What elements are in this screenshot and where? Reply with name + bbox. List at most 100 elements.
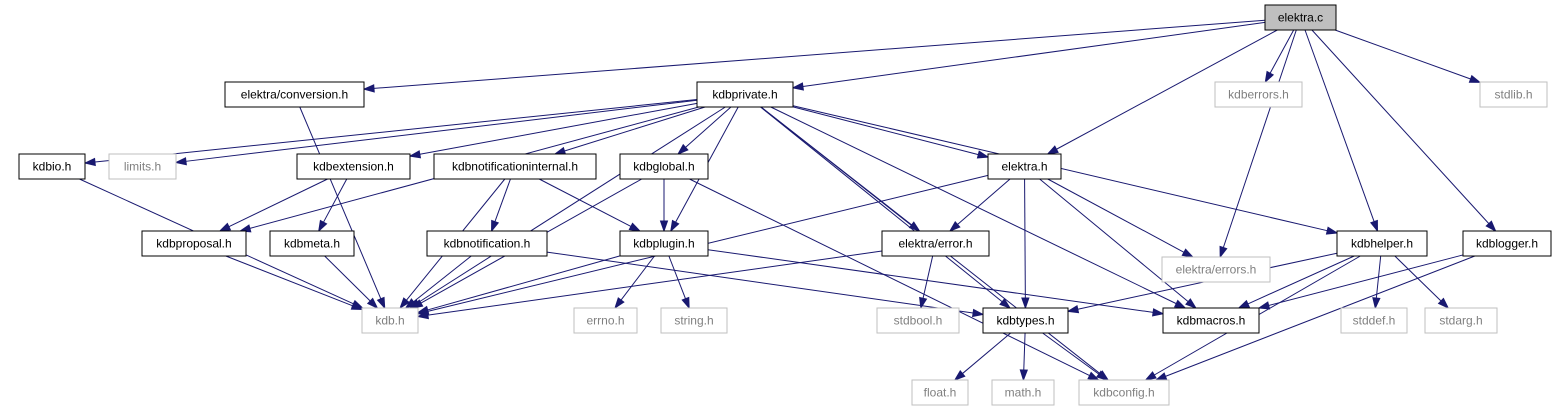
arrowhead (218, 222, 232, 232)
edge-line (620, 255, 655, 301)
node-label: kdbnotification.h (444, 237, 531, 251)
arrowhead (366, 297, 379, 310)
edge-line (1047, 178, 1185, 253)
node-box (876, 307, 960, 334)
node-kdbtypes-h[interactable]: kdbtypes.h (982, 307, 1069, 334)
arrowhead (1264, 70, 1275, 84)
edge-line (1269, 29, 1295, 74)
node-box (296, 153, 411, 180)
arrowhead (1173, 299, 1187, 309)
node-kdbglobal-h[interactable]: kdbglobal.h (619, 153, 709, 180)
node-kdbprivate-h[interactable]: kdbprivate.h (696, 81, 794, 108)
node-label: kdbplugin.h (633, 237, 694, 251)
edge-kdbplugin_h-to-kdb_h (416, 255, 621, 314)
arrowhead (1066, 304, 1080, 314)
node-stdbool-h: stdbool.h (876, 307, 960, 334)
node-kdb-h: kdb.h (361, 307, 419, 334)
arrowhead (1437, 297, 1450, 310)
node-label: limits.h (124, 160, 161, 174)
edge-line (1247, 255, 1355, 305)
node-box (573, 307, 638, 334)
arrowhead (919, 296, 928, 310)
node-label: kdbnotificationinternal.h (452, 160, 578, 174)
edge-kdbtypes_h-to-float_h (953, 332, 1011, 381)
node-label: kdblogger.h (1476, 237, 1538, 251)
edge-kdbextension_h-to-kdbmeta_h (318, 178, 348, 233)
node-elektra-h[interactable]: elektra.h (987, 153, 1062, 180)
node-kdbextension-h[interactable]: kdbextension.h (296, 153, 411, 180)
node-box (361, 307, 419, 334)
arrowhead (791, 82, 804, 91)
node-kdblogger-h[interactable]: kdblogger.h (1462, 230, 1552, 257)
node-label: elektra.h (1001, 160, 1047, 174)
node-box (108, 153, 177, 180)
arrowhead (408, 150, 422, 159)
edge-line (413, 255, 472, 303)
arrowhead (1021, 297, 1030, 310)
arrowhead (83, 157, 96, 167)
edge-elektra_c-to-stdlib_h (1334, 29, 1482, 83)
edge-line (417, 106, 726, 304)
node-box (224, 81, 365, 108)
node-label: kdbtypes.h (996, 314, 1054, 328)
arrowhead (670, 219, 680, 233)
node-box (1340, 307, 1408, 334)
arrowhead (1095, 370, 1109, 381)
node-kdbmacros-h[interactable]: kdbmacros.h (1162, 307, 1260, 334)
arrowhead (1046, 145, 1059, 155)
arrowhead (614, 297, 625, 310)
node-box (269, 230, 355, 257)
node-label: kdbio.h (33, 160, 72, 174)
node-stddef-h: stddef.h (1340, 307, 1408, 334)
edge-kdbnotification_h-to-kdb_h (404, 255, 472, 309)
edge-kdbtypes_h-to-kdbconfig_h (1042, 332, 1109, 381)
arrowhead (174, 157, 187, 166)
arrowhead (1257, 301, 1271, 310)
edge-kdbnotificationinternal_h-to-kdbnotification_h (491, 178, 511, 233)
node-box (1162, 307, 1260, 334)
node-kdbproposal-h[interactable]: kdbproposal.h (141, 230, 247, 257)
node-label: kdb.h (375, 314, 404, 328)
edge-line (494, 178, 511, 222)
edge-line (1042, 332, 1100, 375)
node-kdbio-h[interactable]: kdbio.h (18, 153, 86, 180)
edge-line (185, 99, 698, 162)
node-errno-h: errno.h (573, 307, 638, 334)
node-kdbplugin-h[interactable]: kdbplugin.h (619, 230, 709, 257)
node-stdarg-h: stdarg.h (1424, 307, 1498, 334)
node-label: kdbprivate.h (712, 88, 777, 102)
edge-line (1039, 178, 1189, 303)
edge-kdbplugin_h-to-kdbmacros_h (707, 249, 1165, 317)
edge-line (323, 178, 348, 223)
node-string-h: string.h (660, 307, 728, 334)
node-limits-h: limits.h (108, 153, 177, 180)
node-box (18, 153, 86, 180)
arrowhead (1087, 371, 1100, 381)
edge-elektra_c-to-kdbprivate_h (791, 21, 1266, 91)
edge-kdbprivate_h-to-limits_h (174, 99, 698, 166)
node-kdbmeta-h[interactable]: kdbmeta.h (269, 230, 355, 257)
edge-kdbproposal_h-to-kdb_h (225, 255, 364, 311)
edge-elektra_h-to-kdbtypes_h (1021, 178, 1030, 310)
node-elektra-error-h[interactable]: elektra/error.h (881, 230, 990, 257)
edge-line (324, 255, 371, 302)
arrowhead (553, 146, 567, 155)
node-box (619, 230, 709, 257)
dependency-edges (79, 19, 1497, 382)
arrowhead (999, 298, 1012, 309)
node-kdbhelper-h[interactable]: kdbhelper.h (1336, 230, 1428, 257)
edge-kdbplugin_h-to-errno_h (614, 255, 655, 310)
node-label: kdbproposal.h (156, 237, 231, 251)
arrowhead (399, 297, 411, 310)
node-kdbnotification-h[interactable]: kdbnotification.h (426, 230, 548, 257)
node-box (982, 307, 1069, 334)
edge-elektra_error_h-to-stdbool_h (919, 255, 934, 310)
node-float-h: float.h (911, 379, 969, 406)
node-kdbnotificationinternal-h[interactable]: kdbnotificationinternal.h (433, 153, 597, 180)
node-elektra-conversion-h[interactable]: elektra/conversion.h (224, 81, 365, 108)
arrowhead (972, 308, 985, 318)
arrowhead (676, 143, 689, 156)
node-label: stdarg.h (1439, 314, 1482, 328)
edge-kdbprivate_h-to-kdbtypes_h (760, 106, 1012, 309)
edge-line (1334, 29, 1471, 80)
